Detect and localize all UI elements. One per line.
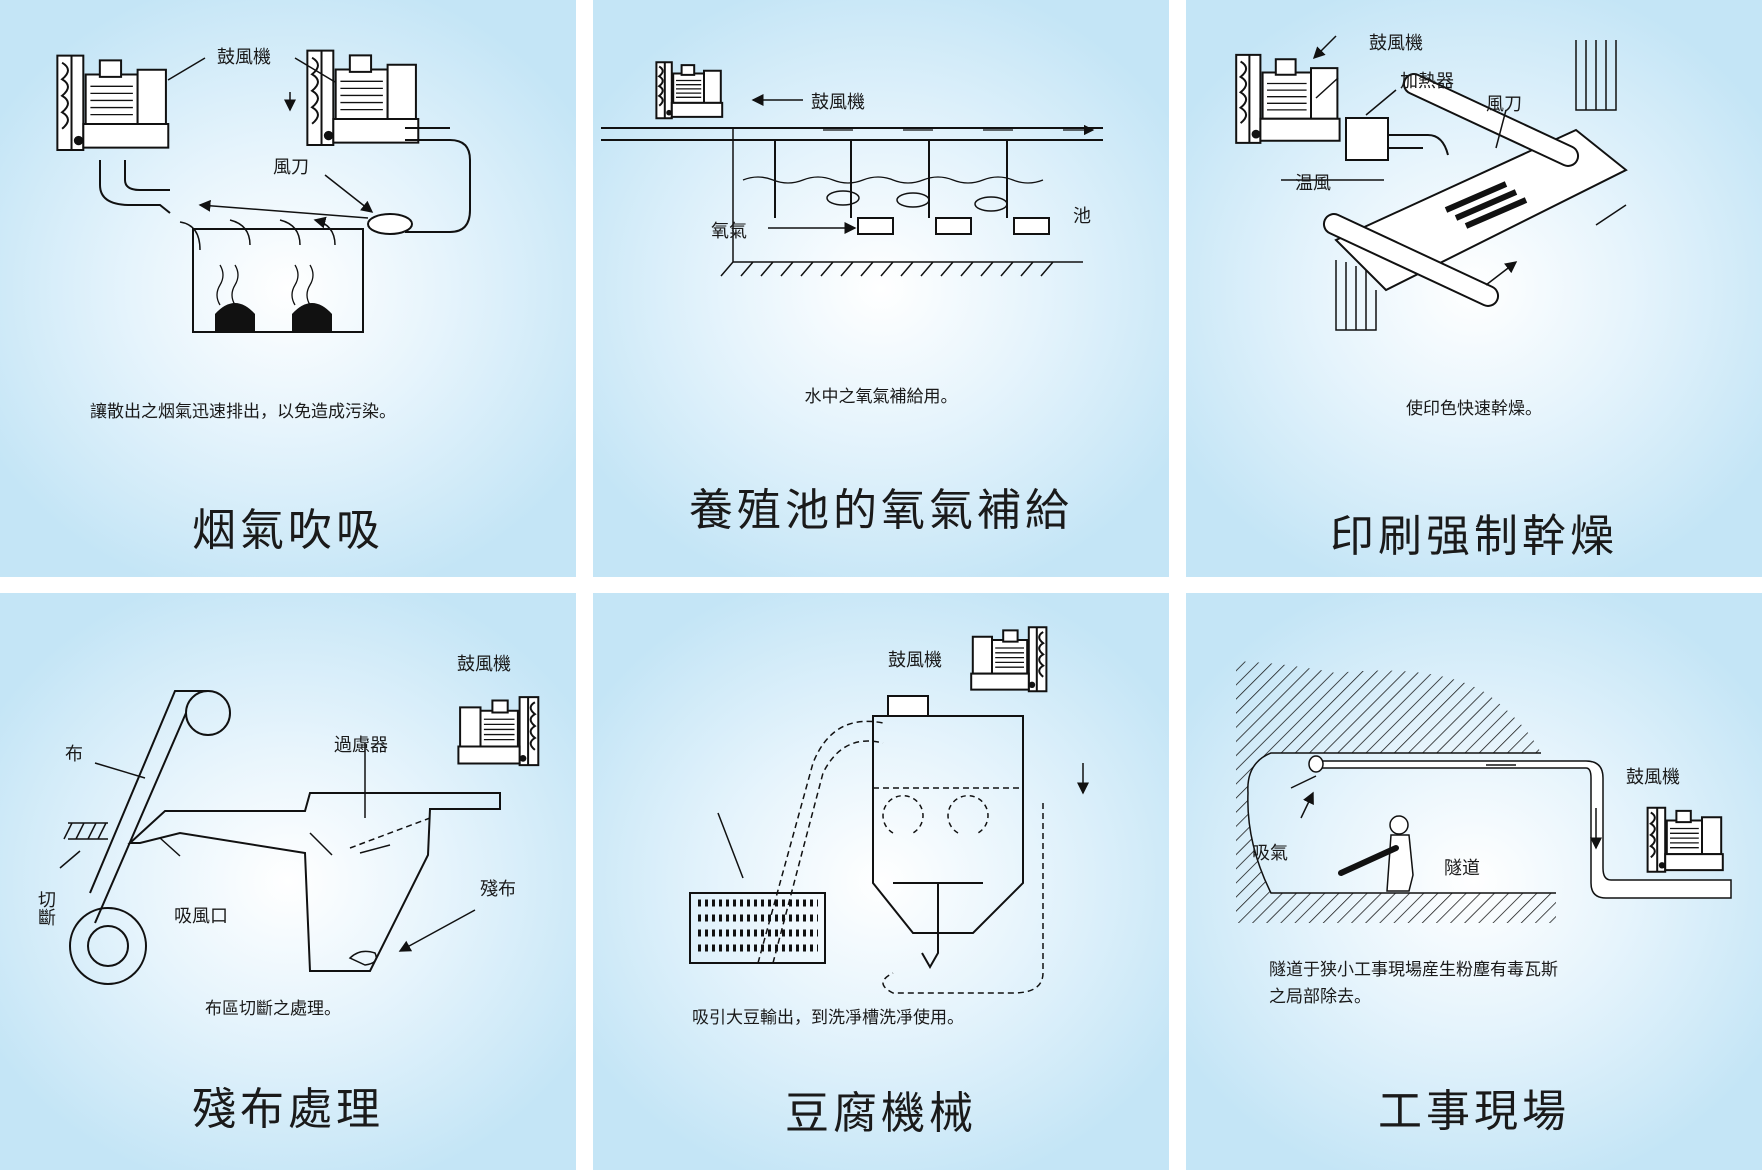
blower-icon xyxy=(655,61,723,120)
blower-icon xyxy=(1235,53,1341,145)
panel-construction-site: 鼓風機 吸氣 隧道 隧道于狭小工事現場産生粉塵有毒瓦斯 之局部除去。 工事現場 xyxy=(1186,593,1762,1170)
construction-site-diagram xyxy=(1236,661,1762,923)
scrap-cloth-diagram xyxy=(0,593,540,1170)
blower-icon xyxy=(457,696,540,767)
caption: 吸引大豆輸出，到洗凈槽洗凈使用。 xyxy=(692,1008,964,1028)
caption: 水中之氧氣補給用。 xyxy=(804,387,958,407)
suction-port-label: 吸風口 xyxy=(174,906,228,927)
heater-label: 加熱器 xyxy=(1400,71,1454,92)
air-knife-label: 風刀 xyxy=(273,157,309,178)
panel-title: 印刷强制幹燥 xyxy=(1330,511,1618,562)
caption-line-1: 隧道于狭小工事現場産生粉塵有毒瓦斯 xyxy=(1269,960,1558,980)
caption: 使印色快速幹燥。 xyxy=(1406,399,1542,419)
blower-label: 鼓風機 xyxy=(217,47,271,68)
cloth-label: 布 xyxy=(65,744,83,765)
filter-label: 過慮器 xyxy=(334,735,388,756)
caption-line-2: 之局部除去。 xyxy=(1269,987,1371,1007)
panel-title: 工事現場 xyxy=(1378,1086,1570,1137)
blower-icon xyxy=(970,626,1048,693)
blower-icon xyxy=(56,54,170,152)
panel-title: 烟氣吹吸 xyxy=(192,505,384,556)
panel-title: 殘布處理 xyxy=(192,1084,384,1135)
smoke-suction-diagram xyxy=(56,49,576,577)
panel-title: 養殖池的氧氣補給 xyxy=(689,485,1073,536)
pond-oxygen-diagram xyxy=(601,61,1169,577)
tofu-machine-diagram xyxy=(593,626,1169,1170)
panel-smoke-suction: 鼓風機 風刀 讓散出之烟氣迅速排出，以免造成污染。 烟氣吹吸 xyxy=(0,0,576,577)
intake-label: 吸氣 xyxy=(1252,843,1288,864)
caption: 讓散出之烟氣迅速排出，以免造成污染。 xyxy=(90,402,396,422)
tunnel-label: 隧道 xyxy=(1444,858,1480,879)
blower-label: 鼓風機 xyxy=(1369,33,1423,54)
panel-tofu-machine: 鼓風機 吸引大豆輸出，到洗凈槽洗凈使用。 豆腐機械 xyxy=(593,593,1169,1170)
pond-label: 池 xyxy=(1073,206,1091,227)
cut-label: 切斷 xyxy=(35,890,56,926)
oxygen-label: 氧氣 xyxy=(711,221,747,242)
caption: 布區切斷之處理。 xyxy=(205,999,341,1019)
scrap-label: 殘布 xyxy=(480,879,516,900)
air-knife-label: 風刀 xyxy=(1486,94,1522,115)
blower-label: 鼓風機 xyxy=(1626,767,1680,788)
blower-icon xyxy=(1646,806,1724,873)
panel-print-drying: 鼓風機 加熱器 風刀 温風 使印色快速幹燥。 印刷强制幹燥 xyxy=(1186,0,1762,577)
blower-icon xyxy=(306,49,420,147)
blower-label: 鼓風機 xyxy=(457,654,511,675)
print-drying-diagram xyxy=(1235,0,1762,577)
warm-air-label: 温風 xyxy=(1295,173,1331,194)
panel-pond-oxygen: 鼓風機 氧氣 池 水中之氧氣補給用。 養殖池的氧氣補給 xyxy=(593,0,1169,577)
blower-label: 鼓風機 xyxy=(888,650,942,671)
blower-label: 鼓風機 xyxy=(811,92,865,113)
panel-title: 豆腐機械 xyxy=(785,1088,977,1139)
panel-scrap-cloth: 鼓風機 過慮器 布 切斷 吸風口 殘布 布區切斷之處理。 殘布處理 xyxy=(0,593,576,1170)
